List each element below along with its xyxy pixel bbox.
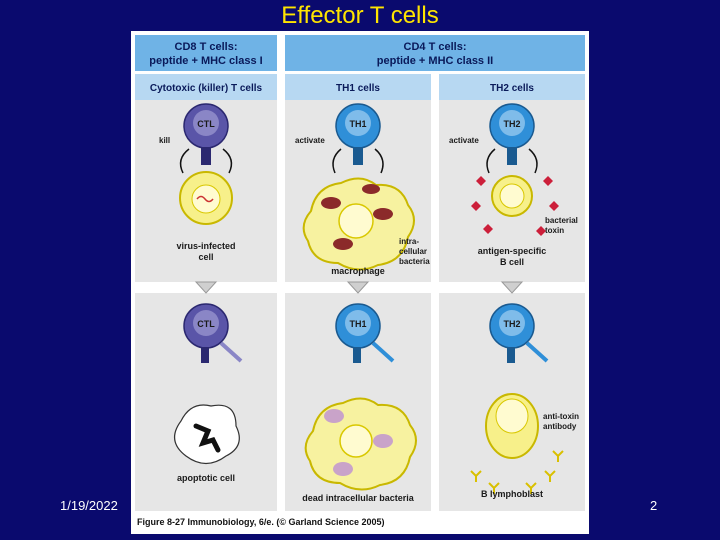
intracellular-line3: bacteria [399,257,430,266]
anti-toxin-line2: antibody [543,422,577,431]
bacterial-toxin-icons [471,176,559,236]
anti-toxin-line1: anti-toxin [543,412,579,421]
virus-infected-cell [179,171,233,225]
th1-label-bottom: TH1 [349,319,366,329]
ctl-label-top: CTL [197,119,215,129]
cd4-header-line2: peptide + MHC class II [377,55,493,67]
ctl-label-bottom: CTL [197,319,215,329]
slide-date: 1/19/2022 [60,498,118,513]
cd4-header-line1: CD4 T cells: [404,41,467,53]
macrophage-label: macrophage [331,266,385,276]
col2-subheader-box [285,74,431,100]
down-arrow-col2 [346,281,370,294]
activate-arrow-th1-right [374,148,384,174]
ctl-cell-bottom: CTL [183,303,243,363]
th1-cell-top: TH1 [335,103,381,165]
kill-label: kill [159,136,170,145]
antibody-icons [470,450,564,494]
virus-infected-line2: cell [198,252,213,262]
th2-label-top: TH2 [503,119,520,129]
intracellular-line2: cellular [399,247,427,256]
bacterial-toxin-line2: toxin [545,226,564,235]
cd8-header [135,35,277,71]
macrophage [302,177,415,271]
apoptotic-cell [174,404,240,465]
down-arrow-col1 [194,281,218,294]
cd8-header-line1: CD8 T cells: [175,41,238,53]
down-arrow-col3 [500,281,524,294]
th1-label-top: TH1 [349,119,366,129]
th2-label-bottom: TH2 [503,319,520,329]
cd8-header-line2: peptide + MHC class I [149,55,262,67]
ctl-cell-top: CTL [183,103,229,165]
th1-cell-bottom: TH1 [335,303,395,363]
activate-arrow-th1-left [332,148,342,174]
b-lymphoblast [485,393,539,459]
b-cell-top [491,175,533,217]
activate-label-th1: activate [295,136,325,145]
slide-page-number: 2 [650,498,658,513]
bacterial-toxin-line1: bacterial [545,216,578,225]
th2-cell-bottom: TH2 [489,303,549,363]
apoptotic-label: apoptotic cell [177,473,235,483]
col3-subheader-box [439,74,585,100]
col1-subheader-box [135,74,277,100]
activate-arrow-th2-right [528,148,538,174]
immunobiology-figure: CD8 T cells: peptide + MHC class I CD4 T… [131,31,589,534]
virus-infected-line1: virus-infected [176,241,235,251]
activate-arrow-th2-left [486,148,496,174]
col2-subheader: TH1 cells [336,83,380,94]
figure-caption: Figure 8-27 Immunobiology, 6/e. (© Garla… [137,517,385,527]
cd4-header [285,35,585,71]
kill-arrow-left [179,148,190,174]
intracellular-line1: intra- [399,237,419,246]
antigen-specific-line2: B cell [500,257,524,267]
antigen-specific-line1: antigen-specific [478,246,547,256]
effector-t-cell-diagram: CD8 T cells: peptide + MHC class I CD4 T… [135,35,585,527]
dead-bacteria-label: dead intracellular bacteria [302,493,415,503]
col3-subheader: TH2 cells [490,83,534,94]
slide-title: Effector T cells [281,2,439,29]
kill-arrow-right [222,148,233,174]
b-lymphoblast-label: B lymphoblast [481,489,543,499]
macrophage-bottom [304,397,417,491]
th2-cell-top: TH2 [489,103,535,165]
activate-label-th2: activate [449,136,479,145]
col1-subheader: Cytotoxic (killer) T cells [150,83,263,94]
